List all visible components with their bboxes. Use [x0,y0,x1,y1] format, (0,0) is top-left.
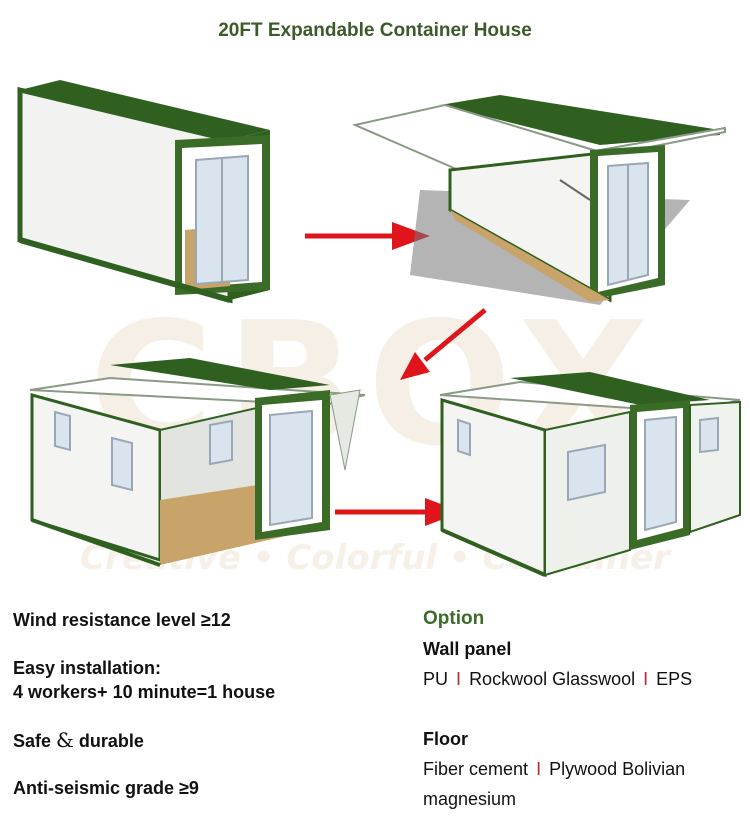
separator: I [456,669,462,689]
floor-label: Floor [423,729,468,749]
page-title: 20FT Expandable Container House [218,20,532,41]
expansion-diagram [17,80,741,578]
feature-ampersand: & [56,728,74,752]
step-2-opening-container [351,95,726,305]
wall-panel-label: Wall panel [423,639,512,659]
wall-option-pu: PU [423,669,449,689]
feature-durable-word: durable [78,731,144,751]
feature-anti-seismic: Anti-seismic grade ≥9 [13,778,199,798]
separator: I [536,759,542,779]
arrow-right-1 [305,222,430,250]
step-1-closed-container [17,80,270,304]
separator: I [643,669,649,689]
wall-option-rockwool: Rockwool Glasswool [469,669,636,689]
arrow-down-left [400,308,487,380]
feature-installation-detail: 4 workers+ 10 minute=1 house [13,682,276,702]
feature-safe-word: Safe [13,731,52,751]
wall-panel-values: PU I Rockwool Glasswool I EPS [423,664,692,694]
wall-option-eps: EPS [656,669,693,689]
step-3-expanding-container [29,358,366,567]
options-heading: Option [423,608,485,629]
step-4-expanded-house [439,372,741,578]
feature-installation-title: Easy installation: [13,658,162,678]
floor-option-plywood: Plywood Bolivian magnesium [423,759,686,809]
feature-safe-durable: Safe & durable [13,728,144,753]
floor-option-fiber-cement: Fiber cement [423,759,529,779]
feature-wind-resistance: Wind resistance level ≥12 [13,610,231,630]
floor-values: Fiber cement I Plywood Bolivian magnesiu… [423,754,743,814]
